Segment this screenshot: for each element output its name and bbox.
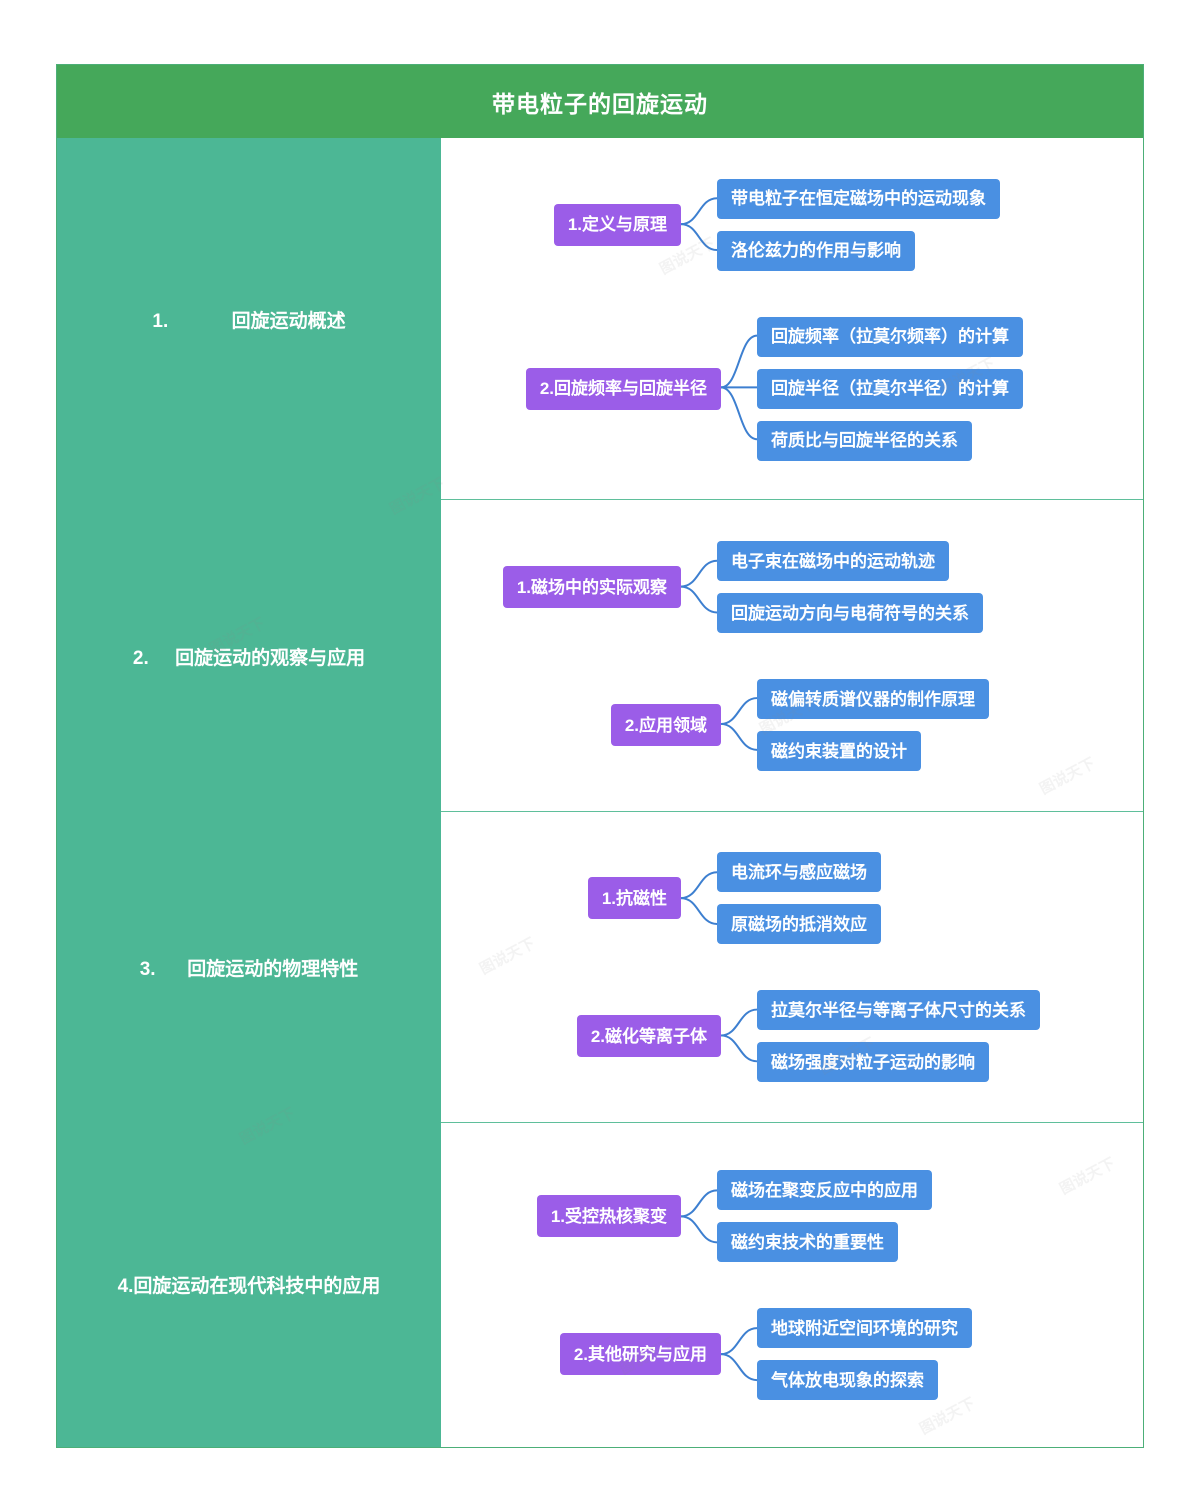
leaf-node-label: 荷质比与回旋半径的关系 bbox=[771, 431, 958, 450]
branch-row-1: 1.定义与原理 带电粒子在恒定磁场中的运动现象洛伦兹力的作用与影响 2.回旋频率与回… bbox=[441, 138, 1143, 501]
branch-node-label: 2.回旋频率与回旋半径 bbox=[539, 379, 707, 398]
sidebar-item-1[interactable]: 1. 回旋运动概述 bbox=[57, 138, 441, 500]
connector-path bbox=[680, 223, 718, 252]
branch-node-level2[interactable]: 2.回旋频率与回旋半径 bbox=[525, 367, 721, 410]
leaf-node-level3[interactable]: 回旋半径（拉莫尔半径）的计算 bbox=[757, 368, 1023, 409]
leaf-node-label: 磁偏转质谱仪器的制作原理 bbox=[771, 689, 975, 709]
leaf-node-level3[interactable]: 原磁场的抵消效应 bbox=[717, 904, 881, 945]
branch-node-label: 1.磁场中的实际观察 bbox=[516, 577, 667, 597]
branch-node-level2[interactable]: 1.抗磁性 bbox=[587, 877, 681, 920]
leaf-node-level3[interactable]: 拉莫尔半径与等离子体尺寸的关系 bbox=[757, 990, 1040, 1031]
sidebar-item-label: 2. 回旋运动的观察与应用 bbox=[132, 647, 366, 669]
connector-path bbox=[720, 697, 758, 726]
leaf-node-label: 电流环与感应磁场 bbox=[731, 862, 867, 882]
leaf-node-label: 磁约束装置的设计 bbox=[771, 741, 907, 761]
sidebar: 1. 回旋运动概述 2. 回旋运动的观察与应用 3. 回旋运动的物理特性 4.回旋运动… bbox=[57, 138, 441, 1447]
leaf-node-level3[interactable]: 气体放电现象的探索 bbox=[757, 1360, 938, 1401]
branch-row-2: 1.磁场中的实际观察 电子束在磁场中的运动轨迹回旋运动方向与电荷符号的关系 2.应用… bbox=[441, 500, 1143, 812]
branch-node-level2[interactable]: 2.磁化等离子体 bbox=[576, 1015, 721, 1058]
sidebar-item-label: 1. 回旋运动概述 bbox=[152, 310, 346, 332]
leaf-node-level3[interactable]: 带电粒子在恒定磁场中的运动现象 bbox=[717, 178, 1000, 219]
leaf-node-level3[interactable]: 磁约束技术的重要性 bbox=[717, 1222, 898, 1263]
leaf-node-level3[interactable]: 磁约束装置的设计 bbox=[757, 731, 921, 772]
connector-lines bbox=[680, 1188, 758, 1381]
branch-node-level2[interactable]: 2.应用领域 bbox=[610, 704, 721, 747]
branch-node-level2[interactable]: 1.磁场中的实际观察 bbox=[502, 566, 681, 609]
leaf-node-level3[interactable]: 磁场在聚变反应中的应用 bbox=[717, 1170, 932, 1211]
connector-path bbox=[680, 560, 718, 589]
connector-path bbox=[680, 1214, 718, 1243]
connector-lines bbox=[680, 560, 758, 752]
connector-path bbox=[680, 871, 718, 900]
leaf-node-label: 电子束在磁场中的运动轨迹 bbox=[731, 551, 935, 571]
branch-node-label: 1.抗磁性 bbox=[601, 888, 667, 908]
branch-row-4: 1.受控热核聚变 磁场在聚变反应中的应用磁约束技术的重要性 2.其他研究与应用 地球附… bbox=[441, 1123, 1143, 1448]
leaf-node-label: 磁场在聚变反应中的应用 bbox=[731, 1180, 918, 1200]
leaf-node-level3[interactable]: 磁偏转质谱仪器的制作原理 bbox=[757, 679, 989, 720]
leaf-node-label: 磁场强度对粒子运动的影响 bbox=[771, 1052, 975, 1072]
leaf-node-label: 带电粒子在恒定磁场中的运动现象 bbox=[731, 189, 986, 208]
leaf-node-label: 气体放电现象的探索 bbox=[771, 1370, 924, 1390]
leaf-node-level3[interactable]: 电流环与感应磁场 bbox=[717, 852, 881, 893]
connector-path bbox=[680, 197, 718, 226]
branch-node-label: 2.磁化等离子体 bbox=[590, 1026, 707, 1046]
connector-path bbox=[720, 1326, 758, 1355]
leaf-node-label: 拉莫尔半径与等离子体尺寸的关系 bbox=[771, 1000, 1026, 1020]
branch-node-level2[interactable]: 1.受控热核聚变 bbox=[536, 1195, 681, 1238]
mindmap-body: 1. 回旋运动概述 2. 回旋运动的观察与应用 3. 回旋运动的物理特性 4.回旋运动… bbox=[57, 138, 1143, 1447]
mindmap-frame: 带电粒子的回旋运动 1. 回旋运动概述 2. 回旋运动的观察与应用 3. 回旋运动的… bbox=[56, 64, 1144, 1448]
leaf-node-label: 回旋半径（拉莫尔半径）的计算 bbox=[771, 379, 1009, 398]
sidebar-item-label: 4.回旋运动在现代科技中的应用 bbox=[117, 1276, 381, 1298]
leaf-node-level3[interactable]: 地球附近空间环境的研究 bbox=[757, 1308, 972, 1349]
leaf-node-label: 回旋频率（拉莫尔频率）的计算 bbox=[771, 327, 1009, 346]
connector-path bbox=[680, 897, 718, 925]
connector-path bbox=[680, 1188, 718, 1217]
leaf-node-level3[interactable]: 回旋频率（拉莫尔频率）的计算 bbox=[757, 316, 1023, 357]
leaf-node-level3[interactable]: 电子束在磁场中的运动轨迹 bbox=[717, 541, 949, 582]
connector-path bbox=[720, 1008, 758, 1037]
leaf-node-label: 地球附近空间环境的研究 bbox=[771, 1318, 958, 1338]
branch-node-level2[interactable]: 1.定义与原理 bbox=[553, 203, 681, 246]
connector-path bbox=[720, 334, 758, 389]
sidebar-item-4[interactable]: 4.回旋运动在现代科技中的应用 bbox=[57, 1123, 441, 1448]
branch-node-label: 2.应用领域 bbox=[624, 715, 707, 735]
leaf-node-label: 磁约束技术的重要性 bbox=[731, 1232, 884, 1252]
connector-path bbox=[720, 1352, 758, 1381]
leaf-node-label: 回旋运动方向与电荷符号的关系 bbox=[731, 603, 969, 623]
branch-node-label: 2.其他研究与应用 bbox=[573, 1344, 707, 1364]
leaf-node-label: 洛伦兹力的作用与影响 bbox=[731, 241, 901, 260]
branch-node-label: 1.定义与原理 bbox=[567, 215, 667, 234]
connector-lines bbox=[680, 871, 758, 1063]
leaf-node-label: 原磁场的抵消效应 bbox=[731, 914, 867, 934]
sidebar-item-3[interactable]: 3. 回旋运动的物理特性 bbox=[57, 812, 441, 1123]
branch-node-label: 1.受控热核聚变 bbox=[550, 1206, 667, 1226]
page-title: 带电粒子的回旋运动 bbox=[492, 90, 708, 117]
connector-lines bbox=[680, 197, 758, 441]
connector-path bbox=[680, 586, 718, 614]
connector-path bbox=[720, 1034, 758, 1063]
connector-path bbox=[720, 723, 758, 752]
leaf-node-level3[interactable]: 磁场强度对粒子运动的影响 bbox=[757, 1042, 989, 1083]
mindmap-header: 带电粒子的回旋运动 bbox=[57, 65, 1143, 138]
leaf-node-level3[interactable]: 洛伦兹力的作用与影响 bbox=[717, 230, 915, 271]
sidebar-item-label: 3. 回旋运动的物理特性 bbox=[139, 958, 359, 980]
branch-node-level2[interactable]: 2.其他研究与应用 bbox=[559, 1333, 721, 1376]
branch-column: 1.定义与原理 带电粒子在恒定磁场中的运动现象洛伦兹力的作用与影响 2.回旋频率与回… bbox=[441, 138, 1143, 1447]
leaf-node-level3[interactable]: 回旋运动方向与电荷符号的关系 bbox=[717, 593, 983, 634]
leaf-node-level3[interactable]: 荷质比与回旋半径的关系 bbox=[757, 420, 972, 461]
sidebar-item-2[interactable]: 2. 回旋运动的观察与应用 bbox=[57, 500, 441, 812]
connector-path bbox=[720, 386, 758, 441]
branch-row-3: 1.抗磁性 电流环与感应磁场原磁场的抵消效应 2.磁化等离子体 拉莫尔半径与等离子体尺… bbox=[441, 812, 1143, 1123]
